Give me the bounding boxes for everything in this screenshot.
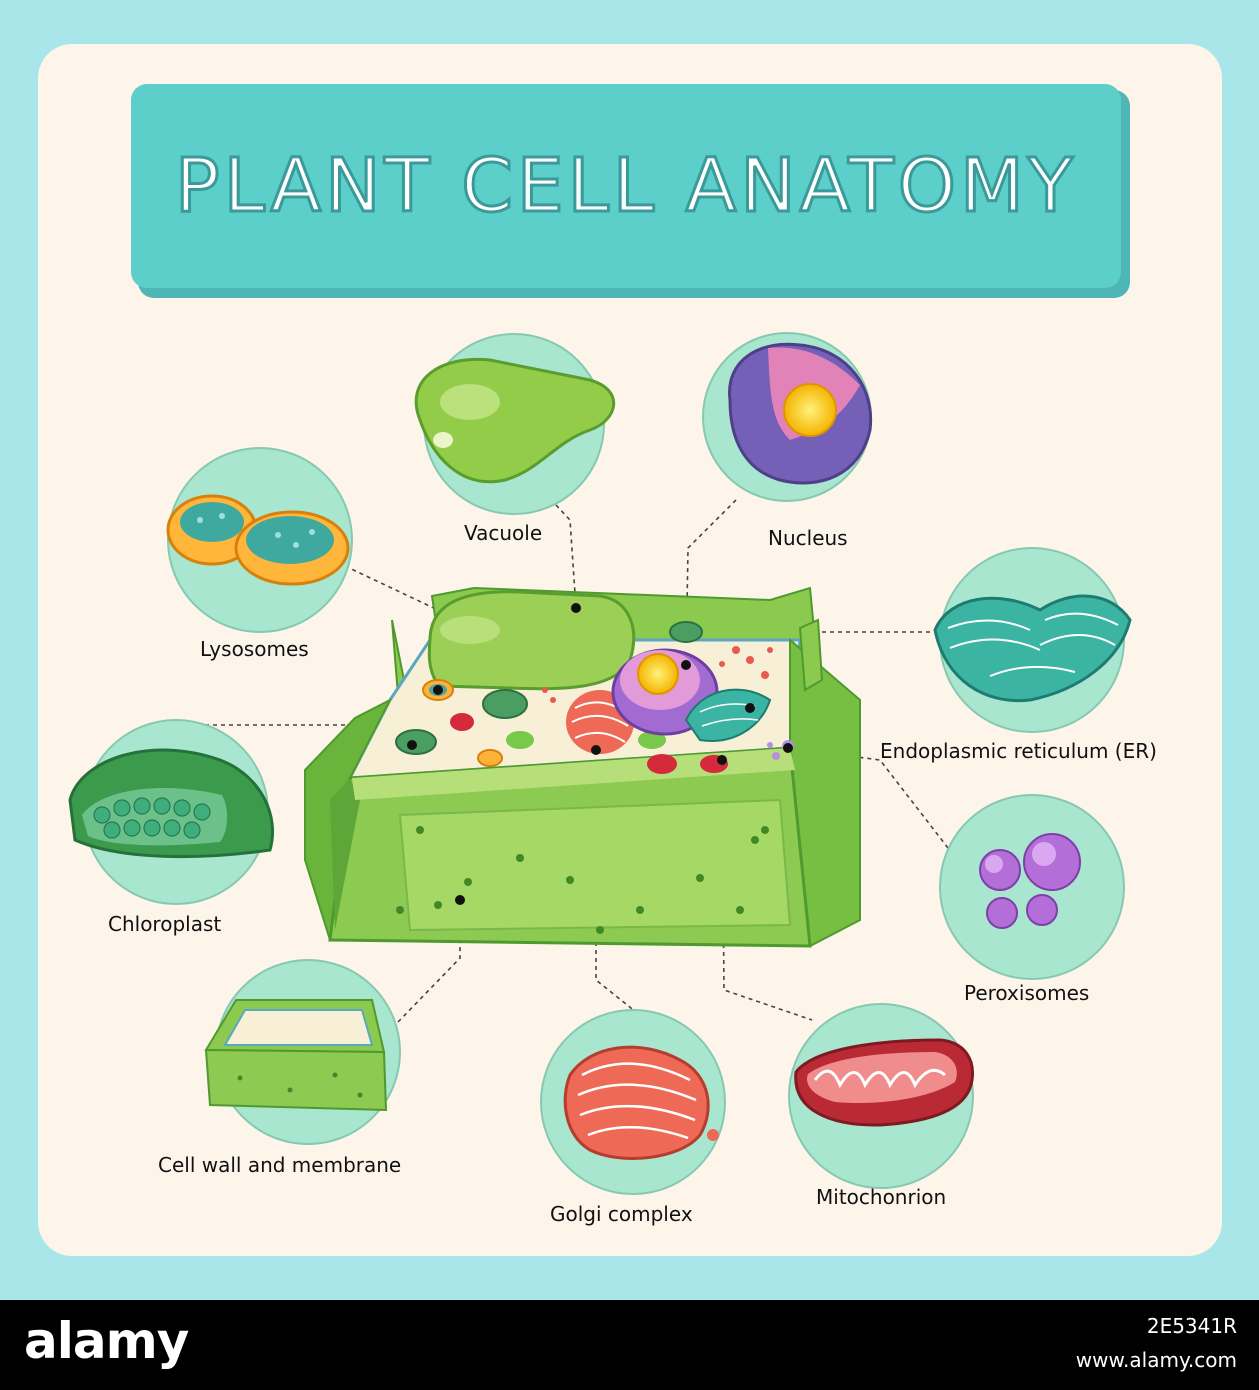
label-lysosomes: Lysosomes (200, 637, 309, 661)
label-er: Endoplasmic reticulum (ER) (880, 739, 1157, 763)
chloroplast-circle (68, 719, 275, 905)
nucleus-circle (702, 332, 873, 502)
page-title: PLANT CELL ANATOMY (173, 142, 1077, 231)
footer-bar: alamy 2E5341R www.alamy.com (0, 1300, 1259, 1390)
cell-wall-circle (204, 959, 401, 1145)
mitochondrion-circle (788, 1003, 975, 1189)
golgi-circle (540, 1009, 726, 1195)
peroxisomes-circle (939, 794, 1125, 980)
plant-cell-diagram (68, 332, 1132, 1195)
brand-url[interactable]: www.alamy.com (1075, 1348, 1237, 1372)
label-vacuole: Vacuole (464, 521, 543, 545)
label-cell-wall: Cell wall and membrane (158, 1153, 402, 1177)
label-golgi: Golgi complex (550, 1202, 693, 1226)
title-banner: PLANT CELL ANATOMY (131, 84, 1121, 288)
central-cell (304, 586, 861, 948)
label-peroxisomes: Peroxisomes (964, 981, 1090, 1005)
leader-mitochondrion (721, 759, 813, 1021)
leader-lysosomes (344, 565, 439, 690)
label-mitochondrion: Mitochonrion (816, 1185, 947, 1209)
vacuole-circle (414, 333, 616, 515)
er-circle (933, 547, 1132, 733)
lysosomes-circle (166, 447, 353, 633)
label-chloroplast: Chloroplast (108, 912, 222, 936)
label-nucleus: Nucleus (768, 526, 848, 550)
brand-logo: alamy (24, 1312, 189, 1370)
leader-cell-wall (397, 900, 461, 1023)
image-id: 2E5341R (1146, 1314, 1237, 1338)
leader-golgi (595, 750, 637, 1013)
